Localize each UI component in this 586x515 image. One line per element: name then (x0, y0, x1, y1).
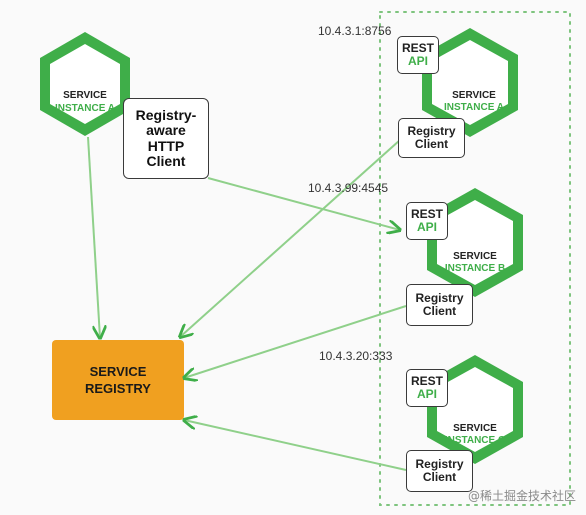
instance-a-registry-label: Registry (407, 123, 456, 138)
watermark: @稀土掘金技术社区 (467, 489, 576, 503)
client-service-name-line2: INSTANCE A (55, 103, 115, 114)
service-registry-line1: SERVICE (90, 364, 147, 379)
instance-c-rest-api-box: REST API (406, 369, 448, 407)
arrow-instance-b-client-to-registry (184, 305, 407, 378)
instance-c-client-label: Client (422, 470, 457, 484)
instance-a-name-line2: INSTANCE A (444, 102, 504, 113)
instance-c-api-label: API (416, 387, 437, 401)
arrow-instance-c-client-to-registry (184, 420, 407, 471)
instance-b-api-label: API (416, 220, 437, 234)
registry-aware-http-client-box: Registry- aware HTTP Client (123, 98, 209, 179)
service-registry-box: SERVICE REGISTRY (52, 340, 184, 420)
instance-c-registry-label: Registry (415, 456, 464, 471)
instance-b-name-line2: INSTANCE B (445, 263, 505, 274)
http-client-line3: HTTP (147, 137, 185, 154)
http-client-line4: Client (146, 152, 186, 169)
arrow-client-service-to-registry (87, 136, 100, 338)
service-instance-b-hexagon: SERVICE INSTANCE B (427, 188, 523, 297)
instance-a-rest-api-box: REST API (397, 36, 439, 74)
instance-c-rest-label: REST (410, 373, 443, 388)
instance-c-registry-client-box: Registry Client (406, 450, 473, 492)
instance-b-address: 10.4.3.99:4545 (308, 181, 389, 195)
instance-group-border (379, 11, 571, 506)
instance-b-name-line1: SERVICE (453, 251, 497, 262)
service-instance-c-hexagon: SERVICE INSTANCE C (427, 355, 523, 464)
instance-b-registry-client-box: Registry Client (406, 284, 473, 326)
instance-c-address: 10.4.3.20:333 (319, 349, 393, 363)
instance-a-name-line1: SERVICE (452, 90, 496, 101)
arrow-instance-a-client-to-registry (180, 139, 401, 337)
instance-a-rest-label: REST (401, 40, 434, 55)
instance-a-address: 10.4.3.1:8756 (318, 24, 392, 38)
service-instance-a-hexagon: SERVICE INSTANCE A (422, 28, 518, 137)
client-service-instance-a-hexagon: SERVICE INSTANCE A (40, 32, 130, 136)
instance-b-client-label: Client (422, 304, 457, 318)
instance-b-registry-label: Registry (415, 290, 464, 305)
instance-b-rest-label: REST (410, 206, 443, 221)
instance-c-name-line1: SERVICE (453, 423, 497, 434)
service-registry-line2: REGISTRY (85, 381, 151, 396)
instance-a-client-label: Client (414, 137, 449, 151)
instance-a-api-label: API (407, 54, 428, 68)
instance-b-rest-api-box: REST API (406, 202, 448, 240)
instance-c-name-line2: INSTANCE C (445, 435, 505, 446)
client-service-name-line1: SERVICE (63, 90, 107, 101)
http-client-line1: Registry- (135, 106, 197, 123)
http-client-line2: aware (146, 122, 186, 139)
instance-a-registry-client-box: Registry Client (398, 118, 465, 158)
arrow-http-client-to-instance-b-api (207, 177, 400, 230)
